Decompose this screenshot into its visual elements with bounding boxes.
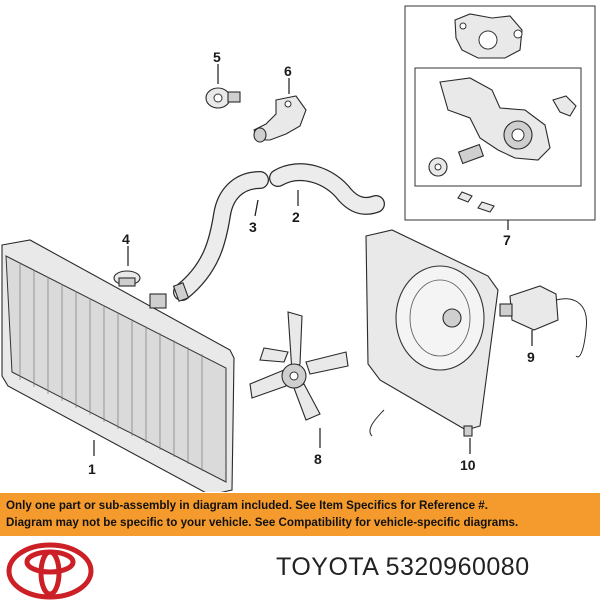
callout-3: 3: [249, 219, 257, 235]
callout-10: 10: [460, 457, 476, 473]
thermostat: [205, 87, 241, 109]
water-pump-inset: [404, 5, 596, 221]
callout-1: 1: [88, 461, 96, 477]
parts-diagram: 1 2 3 4 5 6 7 8 9 10: [1, 5, 596, 492]
toyota-logo-icon: [6, 542, 94, 600]
leader-lines: [93, 64, 533, 456]
disclaimer-line-1: Only one part or sub-assembly in diagram…: [6, 499, 488, 512]
fan-motor: [499, 285, 587, 358]
radiator-hose-upper: [269, 163, 385, 215]
water-inlet: [253, 95, 307, 143]
part-number: 5320960080: [385, 553, 530, 581]
disclaimer-line-2: Diagram may not be specific to your vehi…: [6, 516, 519, 529]
brand-part-number: TOYOTA 5320960080: [276, 553, 530, 582]
callout-5: 5: [213, 49, 221, 65]
callout-6: 6: [284, 63, 292, 79]
callout-9: 9: [527, 349, 535, 365]
callout-7: 7: [503, 232, 511, 248]
cooling-fan: [249, 311, 349, 421]
radiator-cap: [113, 270, 141, 287]
fan-shroud: [365, 229, 499, 437]
brand-name: TOYOTA: [276, 553, 379, 581]
footer: [0, 536, 600, 600]
disclaimer-banner: Only one part or sub-assembly in diagram…: [0, 493, 600, 536]
callout-2: 2: [292, 209, 300, 225]
radiator-hose-lower: [173, 171, 269, 301]
callout-8: 8: [314, 451, 322, 467]
radiator: [1, 239, 235, 492]
callout-4: 4: [122, 231, 130, 247]
